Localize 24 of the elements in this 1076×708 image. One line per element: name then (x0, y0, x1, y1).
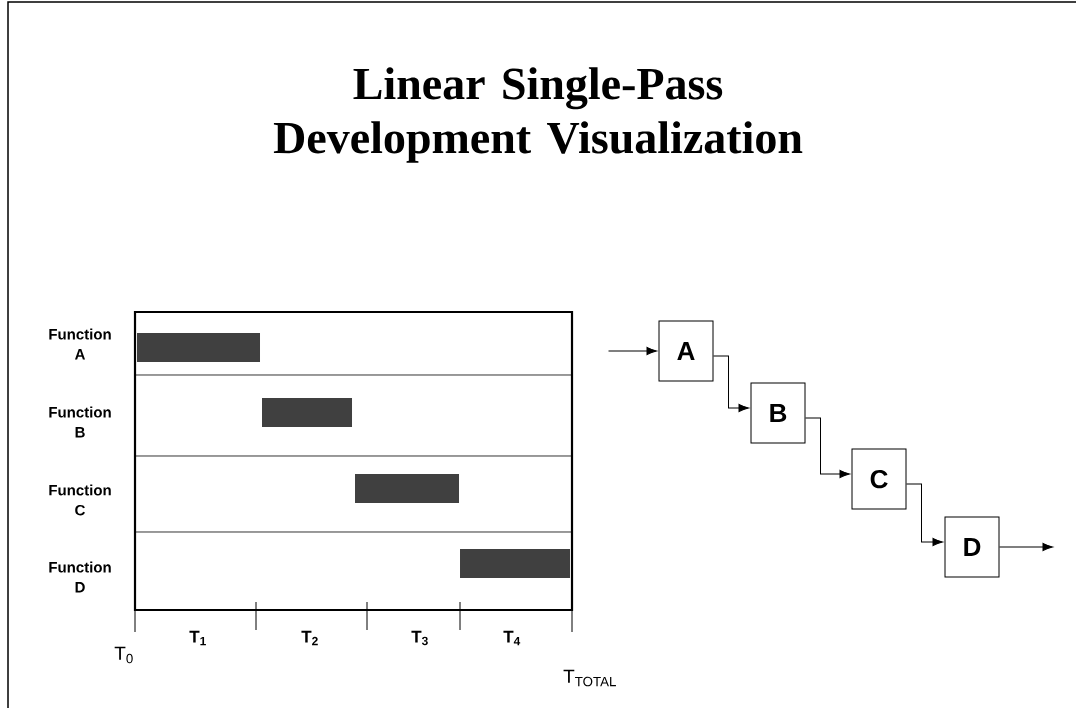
time-label: T$_{0}$ (114, 646, 133, 664)
gantt-bar (355, 474, 459, 503)
period-label: T$_{3}$ (411, 630, 428, 646)
period-label: T$_{1}$ (189, 630, 206, 646)
title: Linear Single-Pass Development Visualization (273, 67, 803, 163)
gantt-bar (460, 549, 570, 578)
row-label: Function B (49, 406, 111, 438)
arrow (608, 346, 657, 356)
process-box: C (851, 448, 907, 510)
period-label: T$_{2}$ (301, 630, 318, 646)
row-label: Function C (49, 484, 111, 516)
arrow (906, 483, 943, 547)
period-label: T$_{4}$ (503, 630, 521, 646)
arrow (805, 417, 850, 479)
row-label: Function D (49, 561, 111, 593)
arrow (713, 355, 749, 413)
process-box: A (658, 320, 714, 382)
process-box: D (944, 516, 1000, 578)
process-box: B (750, 382, 806, 444)
gantt-bar (137, 333, 260, 362)
gantt-bar (262, 398, 352, 427)
arrow (999, 542, 1053, 552)
row-label: Function A (49, 328, 111, 360)
time-label: T$_{TOTAL}$ (563, 669, 616, 687)
